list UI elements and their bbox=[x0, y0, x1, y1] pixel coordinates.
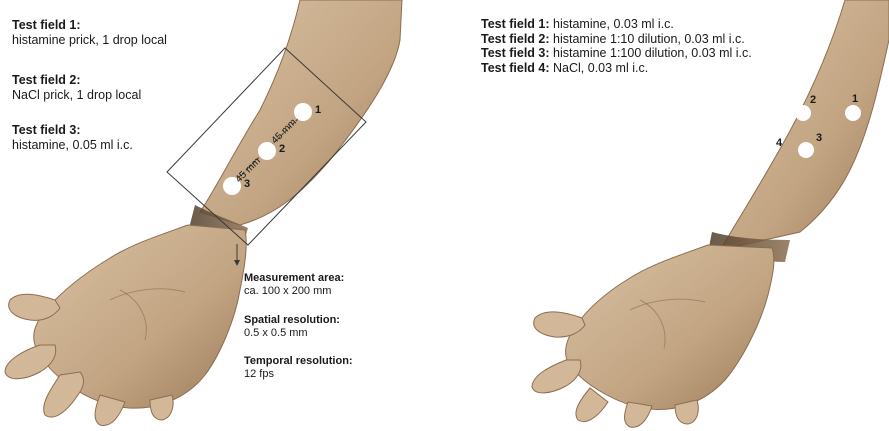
left-field-1-desc: histamine prick, 1 drop local bbox=[12, 33, 167, 48]
spec-measurement-area: Measurement area: ca. 100 x 200 mm bbox=[244, 272, 344, 298]
spec-3-value: 12 fps bbox=[244, 368, 353, 381]
left-spot-label-1: 1 bbox=[315, 104, 321, 116]
right-spot-label-3: 3 bbox=[816, 132, 822, 144]
left-spot-2 bbox=[258, 142, 276, 160]
right-field-1-desc: histamine, 0.03 ml i.c. bbox=[553, 17, 674, 31]
right-field-1-title: Test field 1: bbox=[481, 17, 550, 31]
right-spot-1 bbox=[845, 105, 861, 121]
right-test-field-3: Test field 3: histamine 1:100 dilution, … bbox=[481, 46, 752, 61]
right-field-2-title: Test field 2: bbox=[481, 32, 550, 46]
right-spot-label-4: 4 bbox=[776, 137, 783, 149]
left-field-3-title: Test field 3: bbox=[12, 123, 133, 138]
right-test-field-4: Test field 4: NaCl, 0.03 ml i.c. bbox=[481, 61, 752, 76]
spec-2-value: 0.5 x 0.5 mm bbox=[244, 327, 340, 340]
spec-1-title: Measurement area: bbox=[244, 272, 344, 285]
left-field-2-title: Test field 2: bbox=[12, 73, 141, 88]
spec-spatial-resolution: Spatial resolution: 0.5 x 0.5 mm bbox=[244, 314, 340, 340]
right-test-field-2: Test field 2: histamine 1:10 dilution, 0… bbox=[481, 32, 752, 47]
spec-temporal-resolution: Temporal resolution: 12 fps bbox=[244, 355, 353, 381]
right-spot-4 bbox=[758, 144, 774, 160]
right-field-3-desc: histamine 1:100 dilution, 0.03 ml i.c. bbox=[553, 46, 752, 60]
right-field-4-desc: NaCl, 0.03 ml i.c. bbox=[553, 61, 648, 75]
right-field-3-title: Test field 3: bbox=[481, 46, 550, 60]
left-test-field-3: Test field 3: histamine, 0.05 ml i.c. bbox=[12, 123, 133, 153]
right-test-fields: Test field 1: histamine, 0.03 ml i.c. Te… bbox=[481, 17, 752, 75]
left-field-1-title: Test field 1: bbox=[12, 18, 167, 33]
left-test-field-1: Test field 1: histamine prick, 1 drop lo… bbox=[12, 18, 167, 48]
right-spot-2 bbox=[795, 105, 811, 121]
left-field-2-desc: NaCl prick, 1 drop local bbox=[12, 88, 141, 103]
spec-2-title: Spatial resolution: bbox=[244, 314, 340, 327]
left-test-field-2: Test field 2: NaCl prick, 1 drop local bbox=[12, 73, 141, 103]
left-spot-label-2: 2 bbox=[279, 143, 285, 155]
left-field-3-desc: histamine, 0.05 ml i.c. bbox=[12, 138, 133, 153]
right-spot-label-2: 2 bbox=[810, 94, 816, 106]
right-test-field-1: Test field 1: histamine, 0.03 ml i.c. bbox=[481, 17, 752, 32]
spec-3-title: Temporal resolution: bbox=[244, 355, 353, 368]
right-spot-3 bbox=[798, 142, 814, 158]
right-spot-label-1: 1 bbox=[852, 93, 858, 105]
right-field-2-desc: histamine 1:10 dilution, 0.03 ml i.c. bbox=[553, 32, 745, 46]
right-field-4-title: Test field 4: bbox=[481, 61, 550, 75]
spec-1-value: ca. 100 x 200 mm bbox=[244, 285, 344, 298]
left-spot-1 bbox=[294, 103, 312, 121]
